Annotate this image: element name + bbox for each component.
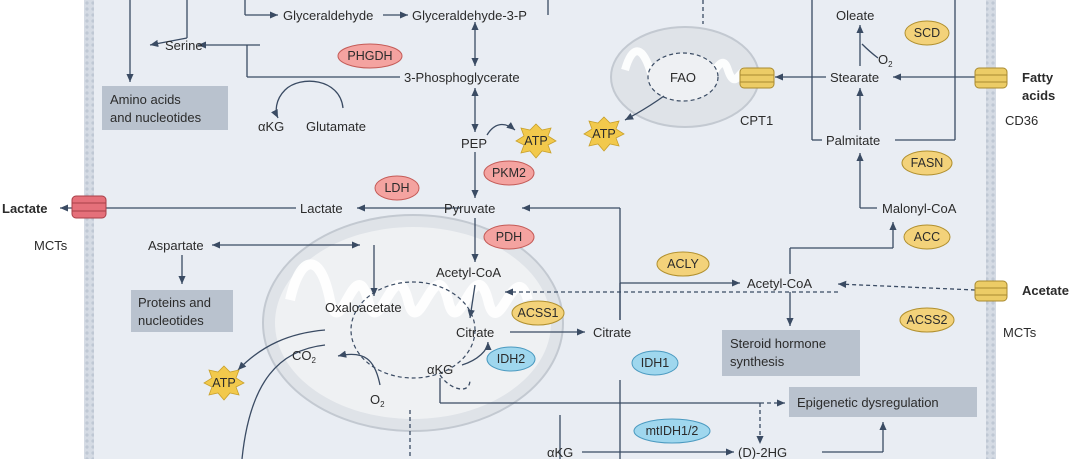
enzyme-idh1: IDH1 xyxy=(631,350,679,376)
glutamate-label: Glutamate xyxy=(306,119,366,134)
svg-text:ACSS2: ACSS2 xyxy=(907,313,948,327)
lactate-cyto-label: Lactate xyxy=(300,201,343,216)
svg-text:ATP: ATP xyxy=(524,134,547,148)
pathway-arrows xyxy=(60,0,976,459)
enzyme-fasn: FASN xyxy=(901,150,953,176)
mitochondrion-fao xyxy=(610,26,760,128)
enzyme-acss2: ACSS2 xyxy=(899,307,955,333)
svg-text:IDH1: IDH1 xyxy=(641,356,670,370)
glyceraldehyde-3p-label: Glyceraldehyde-3-P xyxy=(412,8,527,23)
acetate-external-label: Acetate xyxy=(1022,283,1069,298)
enzyme-idh2: IDH2 xyxy=(486,346,536,372)
fatty-acids-label-1: Fatty xyxy=(1022,70,1054,85)
enzyme-scd: SCD xyxy=(904,20,950,46)
aspartate-label: Aspartate xyxy=(148,238,204,253)
left-membrane xyxy=(84,0,94,459)
svg-text:ACLY: ACLY xyxy=(667,257,699,271)
transporter-cpt1 xyxy=(739,67,775,89)
right-membrane xyxy=(986,0,996,459)
box-steroid: Steroid hormone synthesis xyxy=(722,330,860,376)
akg-mito-label: αKG xyxy=(427,362,453,377)
palmitate-label: Palmitate xyxy=(826,133,880,148)
acetyl-coa-cyto-label: Acetyl-CoA xyxy=(747,276,812,291)
enzyme-phgdh: PHGDH xyxy=(337,43,403,69)
cd36-label: CD36 xyxy=(1005,113,1038,128)
enzyme-acss1: ACSS1 xyxy=(511,300,565,326)
2hg-label: (D)-2HG xyxy=(738,445,787,459)
fao-label: FAO xyxy=(670,70,696,85)
svg-text:nucleotides: nucleotides xyxy=(138,313,204,328)
box-amino-acids: Amino acids and nucleotides xyxy=(102,86,228,130)
box-proteins: Proteins and nucleotides xyxy=(131,290,233,332)
svg-text:Epigenetic dysregulation: Epigenetic dysregulation xyxy=(797,395,939,410)
svg-text:Proteins and: Proteins and xyxy=(138,295,211,310)
svg-text:Amino acids: Amino acids xyxy=(110,92,181,107)
svg-text:ATP: ATP xyxy=(212,376,235,390)
akg-serine-label: αKG xyxy=(258,119,284,134)
atp-fao: ATP xyxy=(583,116,625,152)
enzyme-mtidh: mtIDH1/2 xyxy=(633,418,711,444)
transporter-mcts-acetate xyxy=(974,280,1008,302)
oleate-label: Oleate xyxy=(836,8,874,23)
mitochondrion-main xyxy=(262,214,564,432)
transporter-lactate xyxy=(71,195,107,219)
svg-text:IDH2: IDH2 xyxy=(497,352,526,366)
svg-text:PDH: PDH xyxy=(496,230,522,244)
mcts-right-label: MCTs xyxy=(1003,325,1037,340)
pyruvate-label: Pyruvate xyxy=(444,201,495,216)
fatty-acids-label-2: acids xyxy=(1022,88,1055,103)
enzyme-acly: ACLY xyxy=(656,251,710,277)
cpt1-label: CPT1 xyxy=(740,113,773,128)
malonyl-coa-label: Malonyl-CoA xyxy=(882,201,957,216)
citrate-mito-label: Citrate xyxy=(456,325,494,340)
serine-label: Serine xyxy=(165,38,203,53)
co2-label: CO2 xyxy=(292,348,317,365)
glyceraldehyde-label: Glyceraldehyde xyxy=(283,8,373,23)
enzyme-pdh: PDH xyxy=(483,224,535,250)
enzyme-pkm2: PKM2 xyxy=(483,160,535,186)
box-epigenetic: Epigenetic dysregulation xyxy=(789,387,977,417)
svg-text:PHGDH: PHGDH xyxy=(347,49,392,63)
stearate-label: Stearate xyxy=(830,70,879,85)
transporter-cd36 xyxy=(974,67,1008,89)
acetyl-coa-mito-label: Acetyl-CoA xyxy=(436,265,501,280)
lactate-external-label: Lactate xyxy=(2,201,48,216)
svg-text:LDH: LDH xyxy=(384,181,409,195)
metabolite-labels: Glyceraldehyde Glyceraldehyde-3-P Serine… xyxy=(148,8,957,459)
svg-text:Steroid hormone: Steroid hormone xyxy=(730,336,826,351)
svg-text:and nucleotides: and nucleotides xyxy=(110,110,202,125)
svg-text:ACC: ACC xyxy=(914,230,940,244)
svg-text:synthesis: synthesis xyxy=(730,354,785,369)
citrate-cyto-label: Citrate xyxy=(593,325,631,340)
oxaloacetate-label: Oxaloacetate xyxy=(325,300,402,315)
pep-label: PEP xyxy=(461,136,487,151)
o2-scd-label: O2 xyxy=(878,52,893,69)
atp-pep: ATP xyxy=(515,123,557,159)
svg-text:FASN: FASN xyxy=(911,156,944,170)
svg-text:ACSS1: ACSS1 xyxy=(518,306,559,320)
enzyme-acc: ACC xyxy=(903,224,951,250)
mcts-left-label: MCTs xyxy=(34,238,68,253)
o2-mito-label: O2 xyxy=(370,392,385,409)
transporter-labels: Lactate MCTs Fatty acids CD36 CPT1 Aceta… xyxy=(2,70,1069,340)
svg-text:mtIDH1/2: mtIDH1/2 xyxy=(646,424,699,438)
3pg-label: 3-Phosphoglycerate xyxy=(404,70,520,85)
enzyme-ldh: LDH xyxy=(374,175,420,201)
akg-cyto-label: αKG xyxy=(547,445,573,459)
svg-text:ATP: ATP xyxy=(592,127,615,141)
svg-text:PKM2: PKM2 xyxy=(492,166,526,180)
svg-text:SCD: SCD xyxy=(914,26,940,40)
atp-mito: ATP xyxy=(203,365,245,401)
